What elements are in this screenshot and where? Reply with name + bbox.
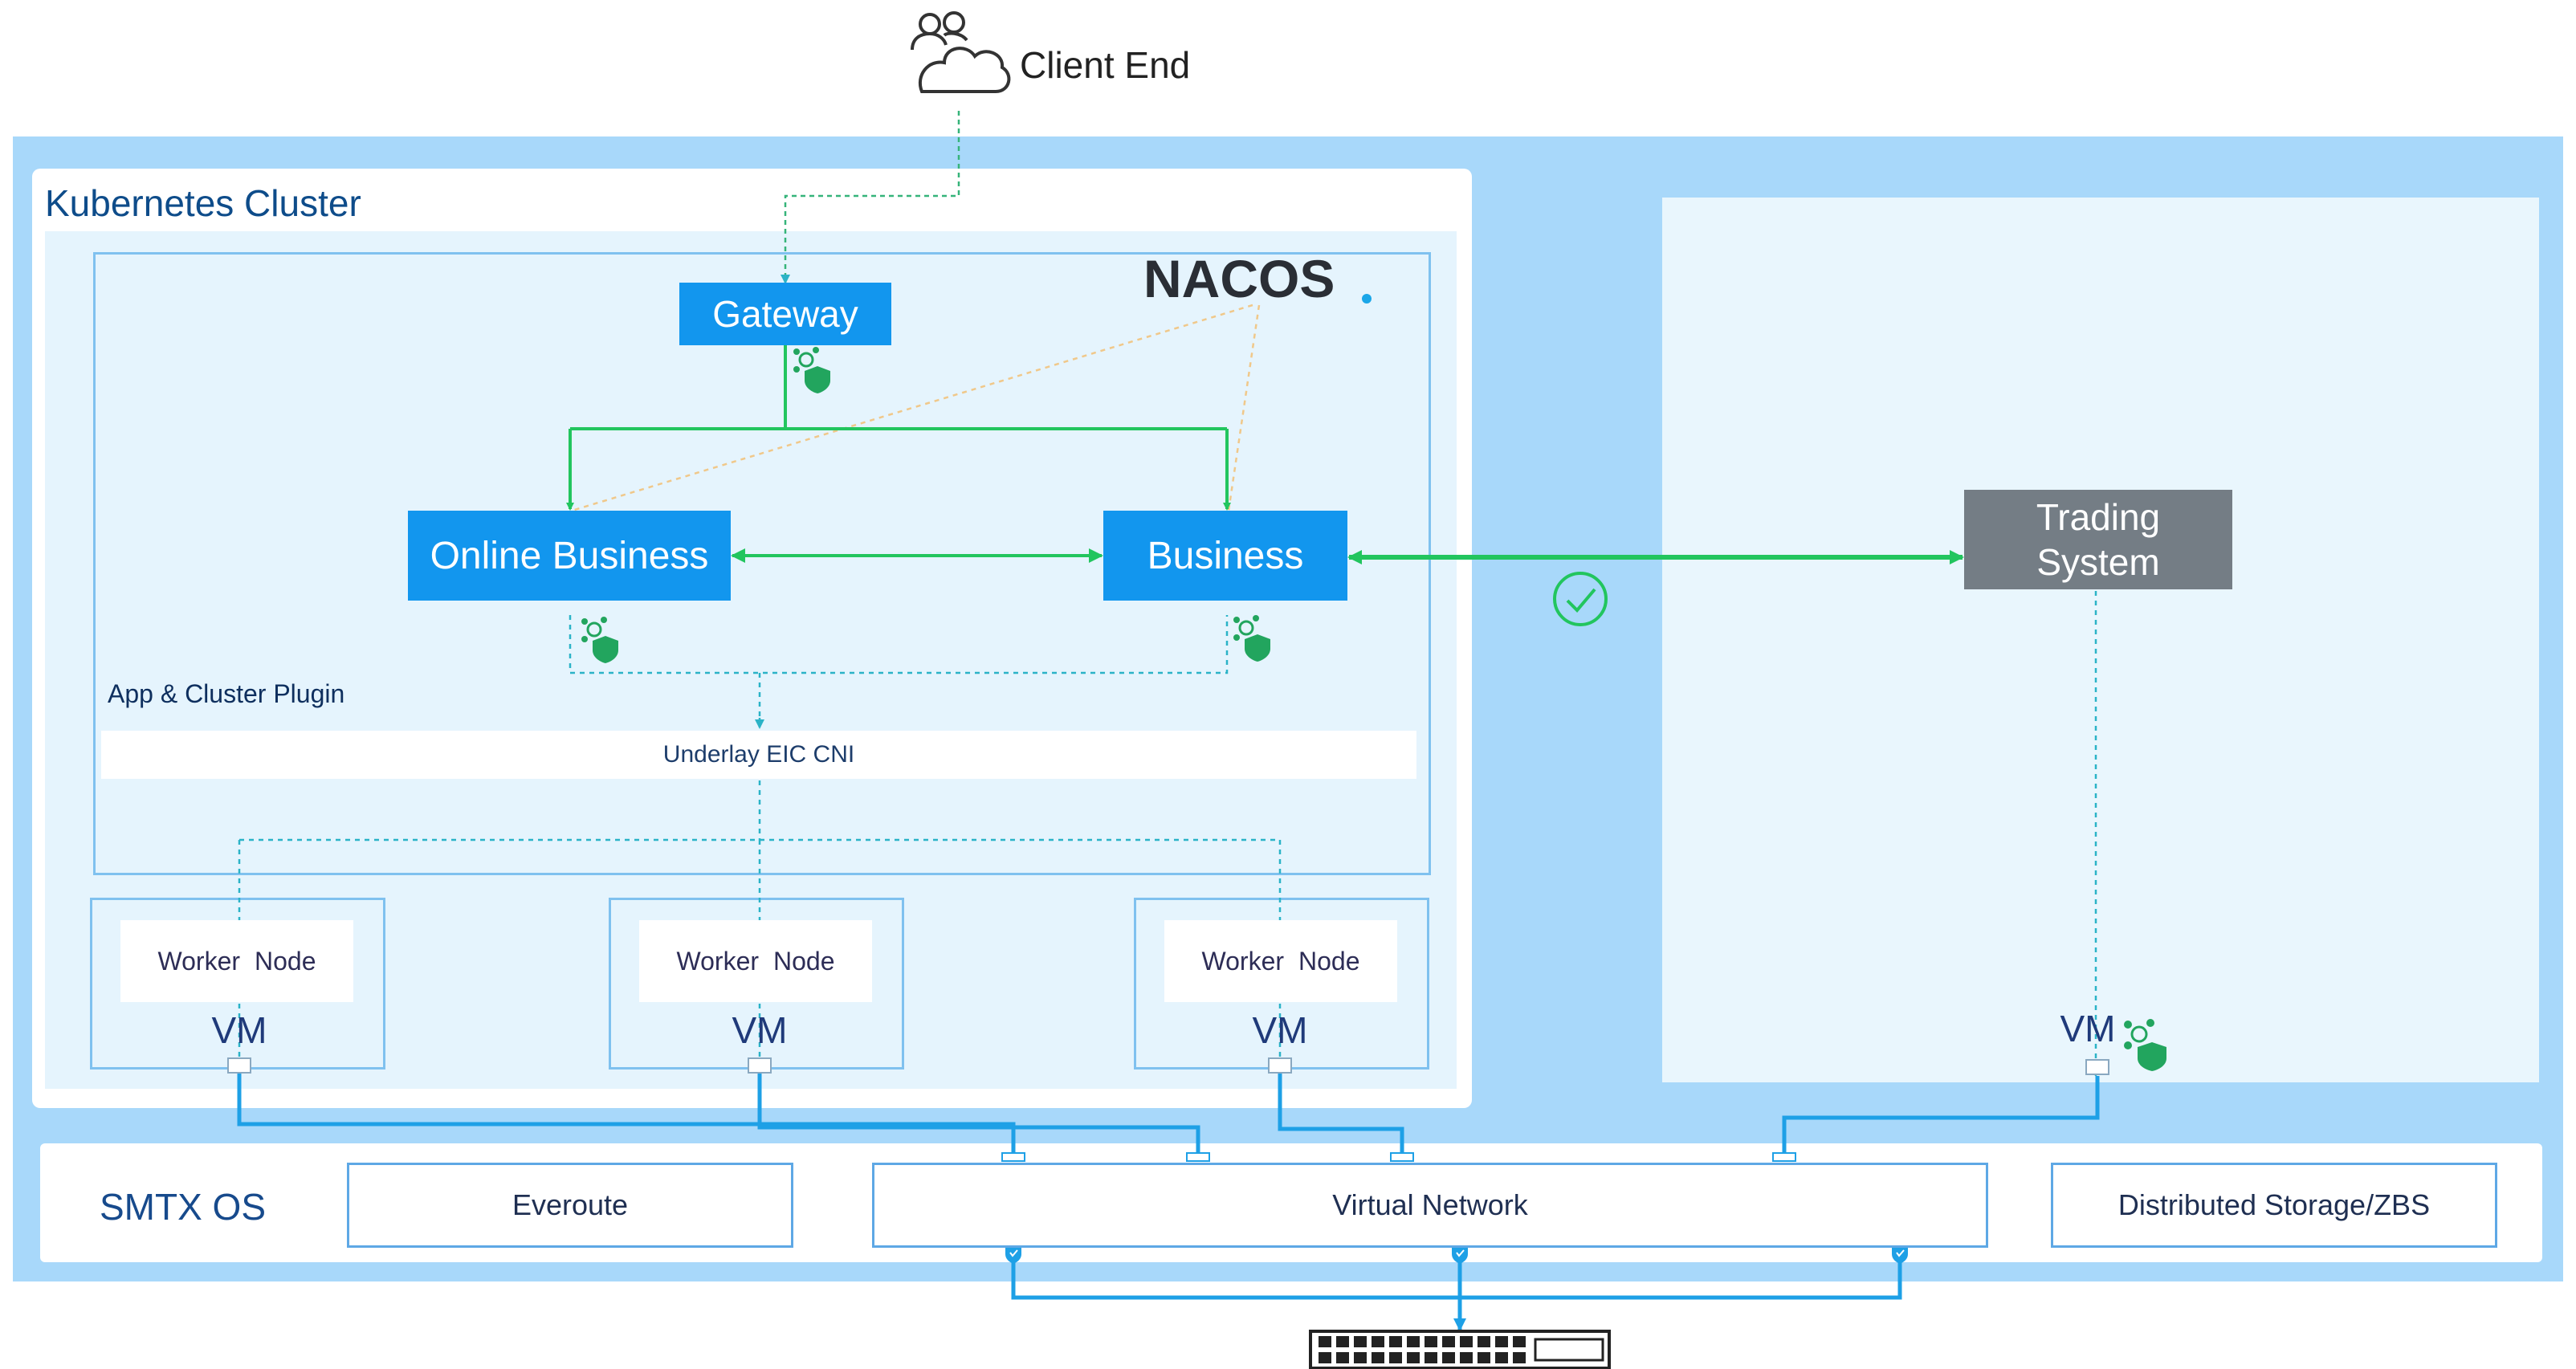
trading-system-box[interactable]: Trading System bbox=[1964, 490, 2232, 589]
trading-line-1: Trading bbox=[2036, 496, 2161, 538]
trading-area-panel bbox=[1662, 198, 2539, 1082]
worker-node-label-2: Worker Node bbox=[639, 920, 872, 1002]
online-business-box[interactable]: Online Business bbox=[408, 511, 731, 601]
worker-node-label-3: Worker Node bbox=[1164, 920, 1397, 1002]
kubernetes-cluster-title: Kubernetes Cluster bbox=[45, 182, 361, 224]
business-box[interactable]: Business bbox=[1103, 511, 1347, 601]
node-word: Node bbox=[255, 946, 316, 976]
users-cloud-icon bbox=[911, 11, 1011, 93]
vm-label-1: VM bbox=[211, 1009, 267, 1051]
virtual-network-box[interactable]: Virtual Network bbox=[872, 1163, 1988, 1248]
virtual-network-label: Virtual Network bbox=[1332, 1188, 1528, 1221]
client-end-label: Client End bbox=[1020, 44, 1191, 86]
everoute-box[interactable]: Everoute bbox=[347, 1163, 793, 1248]
vm-label-2: VM bbox=[732, 1009, 788, 1051]
trading-line-2: System bbox=[2036, 541, 2160, 583]
worker-node-label-1: Worker Node bbox=[120, 920, 353, 1002]
smtx-os-label: SMTX OS bbox=[100, 1186, 267, 1228]
distributed-storage-box[interactable]: Distributed Storage/ZBS bbox=[2051, 1163, 2497, 1248]
node-word: Node bbox=[773, 946, 835, 976]
worker-word: Worker bbox=[676, 946, 760, 976]
plugin-label: App & Cluster Plugin bbox=[108, 679, 345, 708]
worker-word: Worker bbox=[157, 946, 241, 976]
trading-vm-label: VM bbox=[2060, 1008, 2116, 1049]
underlay-cni-bar: Underlay EIC CNI bbox=[101, 731, 1416, 779]
vm-label-3: VM bbox=[1252, 1009, 1308, 1051]
gateway-box[interactable]: Gateway bbox=[679, 283, 891, 345]
worker-word: Worker bbox=[1201, 946, 1285, 976]
network-switch-icon bbox=[1309, 1330, 1611, 1369]
node-word: Node bbox=[1298, 946, 1360, 976]
